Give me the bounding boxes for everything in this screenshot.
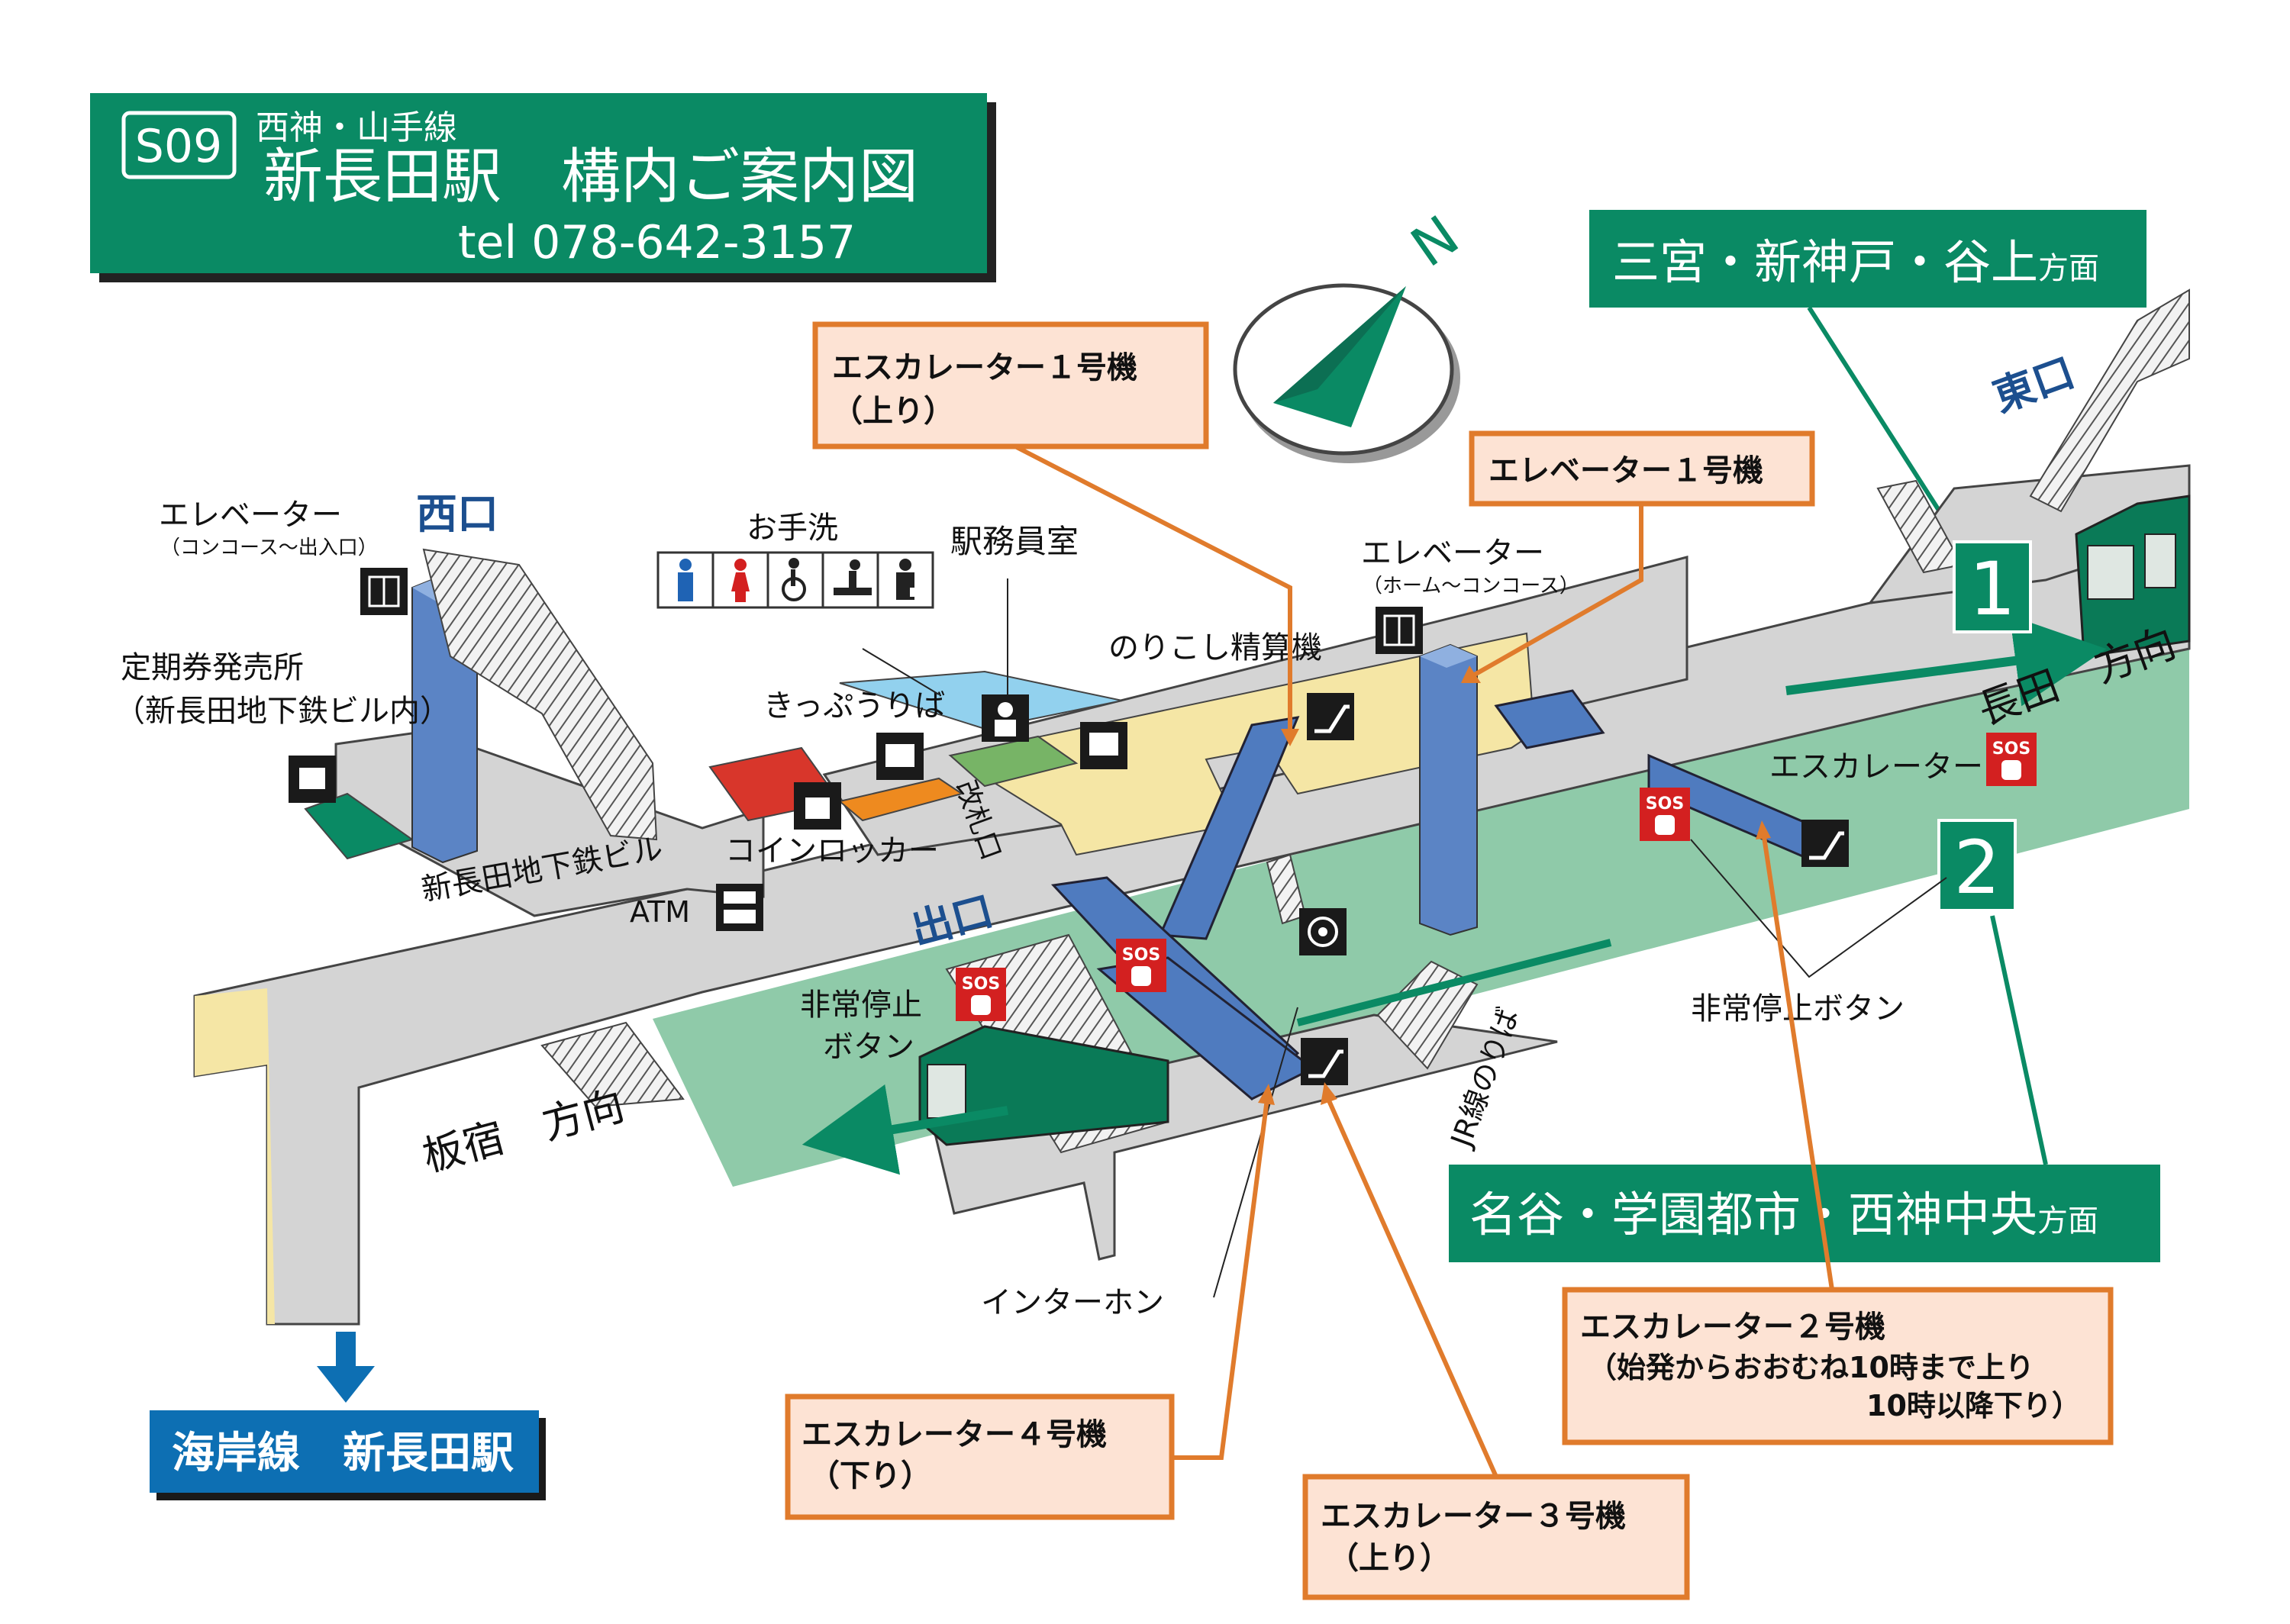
track-1-sign: 1 <box>1953 540 2032 633</box>
atm-icon <box>716 884 763 931</box>
svg-text:（上り）: （上り） <box>1328 1541 1450 1576</box>
title-box: S09 西神・山手線 新長田駅 構内ご案内図 tel 078-642-3157 <box>90 93 996 282</box>
sos-button-4: SOS <box>956 968 1006 1021</box>
svg-text:エスカレーター２号機: エスカレーター２号機 <box>1580 1310 1885 1345</box>
svg-text:エスカレーター１号機: エスカレーター１号機 <box>832 350 1137 385</box>
coastal-line-transfer: 海岸線 新長田駅 <box>150 1332 546 1500</box>
jr-transfer-label: JR線のりば <box>1443 1004 1525 1152</box>
commuter-office-icon <box>289 756 336 803</box>
station-office-icon <box>982 694 1029 742</box>
northbound-sign: 三宮・新神戸・谷上方面 <box>1589 210 2146 308</box>
escalator-icon-2 <box>1801 820 1849 867</box>
emergency-stop-label: 非常停止ボタン <box>1691 991 1905 1026</box>
svg-text:三宮・新神戸・谷上方面: 三宮・新神戸・谷上方面 <box>1612 234 2099 290</box>
track-2-sign: 2 <box>1937 819 2017 912</box>
east-exit-label: 東口 <box>1987 348 2081 421</box>
svg-text:SOS: SOS <box>1122 946 1160 965</box>
compass: N <box>1233 203 1470 463</box>
emergency-stop-label-west-2: ボタン <box>823 1030 914 1065</box>
ticket-sales-label: きっぷうりば <box>763 688 945 723</box>
coastal-line-label: 海岸線 新長田駅 <box>172 1429 514 1478</box>
sos-button-2: SOS <box>1640 788 1690 841</box>
coin-locker-icon <box>794 782 841 830</box>
station-office-label: 駅務員室 <box>950 523 1079 560</box>
svg-text:名谷・学園都市・西神中央方面: 名谷・学園都市・西神中央方面 <box>1469 1187 2098 1242</box>
svg-text:エスカレーター３号機: エスカレーター３号機 <box>1321 1499 1626 1534</box>
svg-text:（下り）: （下り） <box>809 1458 931 1494</box>
svg-text:2: 2 <box>1953 825 2000 910</box>
restroom-label: お手洗 <box>747 511 838 546</box>
elevator-shaft-east <box>1419 643 1478 936</box>
intercom-label: インターホン <box>981 1285 1164 1320</box>
svg-text:SOS: SOS <box>1992 740 2030 759</box>
callout-escalator-2: エスカレーター２号機 （始発からおおむね10時まで上り 10時以降下り） <box>1562 820 2114 1445</box>
escalator-label: エスカレーター <box>1769 749 1983 785</box>
callout-escalator-3: エスカレーター３号機 （上り） <box>1302 1082 1690 1600</box>
station-phone: tel 078-642-3157 <box>458 216 856 269</box>
baby-changing-icon <box>834 559 872 595</box>
svg-text:1: 1 <box>1969 546 2015 632</box>
restroom-icons <box>656 551 934 609</box>
station-code-badge <box>121 111 237 179</box>
elevator-icon-west <box>360 568 408 615</box>
svg-text:（始発からおおむね10時まで上り: （始発からおおむね10時まで上り <box>1588 1351 2034 1384</box>
elevator-west-label: エレベーター <box>159 498 342 533</box>
elevator-icon-east <box>1376 607 1423 654</box>
atm-label: ATM <box>630 895 690 929</box>
elevator-west-note: （コンコース～出入口） <box>160 536 378 559</box>
ticket-machine-area <box>837 777 964 822</box>
compass-n: N <box>1400 203 1470 279</box>
male-restroom-icon <box>678 559 693 601</box>
ticket-machine-icon <box>876 733 924 780</box>
escalator-icon-3 <box>1301 1038 1348 1085</box>
fare-adjustment-icon <box>1080 722 1127 769</box>
ostomate-icon <box>896 559 919 600</box>
escalator-elev-link <box>1494 689 1605 749</box>
arrow-to-nagata <box>1785 615 2107 707</box>
coin-locker-label: コインロッカー <box>725 833 939 868</box>
svg-text:（上り）: （上り） <box>832 394 954 429</box>
svg-text:SOS: SOS <box>1646 794 1684 814</box>
callout-escalator-1: エスカレーター１号機 （上り） <box>812 321 1299 746</box>
ticket-area <box>948 735 1079 788</box>
station-code: S09 <box>135 120 222 173</box>
page-title: 新長田駅 構内ご案内図 <box>263 143 918 211</box>
toward-itayado: 板宿 方向 <box>418 1081 629 1181</box>
female-restroom-icon <box>731 559 750 602</box>
sos-button-3: SOS <box>1116 939 1166 992</box>
svg-text:エレベーター１号機: エレベーター１号機 <box>1488 453 1763 488</box>
commuter-office-label: 定期券発売所 <box>121 650 304 685</box>
intercom-icon <box>1299 908 1347 955</box>
west-exit-label: 西口 <box>416 490 498 538</box>
arrow-to-itayado <box>802 1084 1008 1175</box>
svg-text:エスカレーター４号機: エスカレーター４号機 <box>802 1417 1107 1452</box>
escalator-1 <box>1158 716 1300 940</box>
sos-button-1: SOS <box>1986 733 2037 786</box>
escalator-icon-1 <box>1307 693 1354 740</box>
escalators <box>1050 689 1819 1101</box>
svg-text:SOS: SOS <box>962 975 1000 994</box>
line-name: 西神・山手線 <box>256 108 457 147</box>
svg-text:10時以降下り）: 10時以降下り） <box>1866 1389 2081 1423</box>
callout-escalator-4: エスカレーター４号機 （下り） <box>785 1084 1275 1520</box>
callout-elevator-1: エレベーター１号機 <box>1461 430 1815 683</box>
southbound-sign: 名谷・学園都市・西神中央方面 <box>1449 1165 2160 1262</box>
commuter-office-note: （新長田地下鉄ビル内） <box>114 694 450 729</box>
accessible-restroom-icon <box>782 558 806 601</box>
elevator-east-label: エレベーター <box>1361 536 1544 571</box>
office-area <box>839 670 1123 730</box>
fare-adjustment-label: のりこし精算機 <box>1108 630 1322 665</box>
elevator-east-note: （ホーム～コンコース） <box>1363 575 1579 598</box>
emergency-stop-label-west-1: 非常停止 <box>800 988 922 1023</box>
